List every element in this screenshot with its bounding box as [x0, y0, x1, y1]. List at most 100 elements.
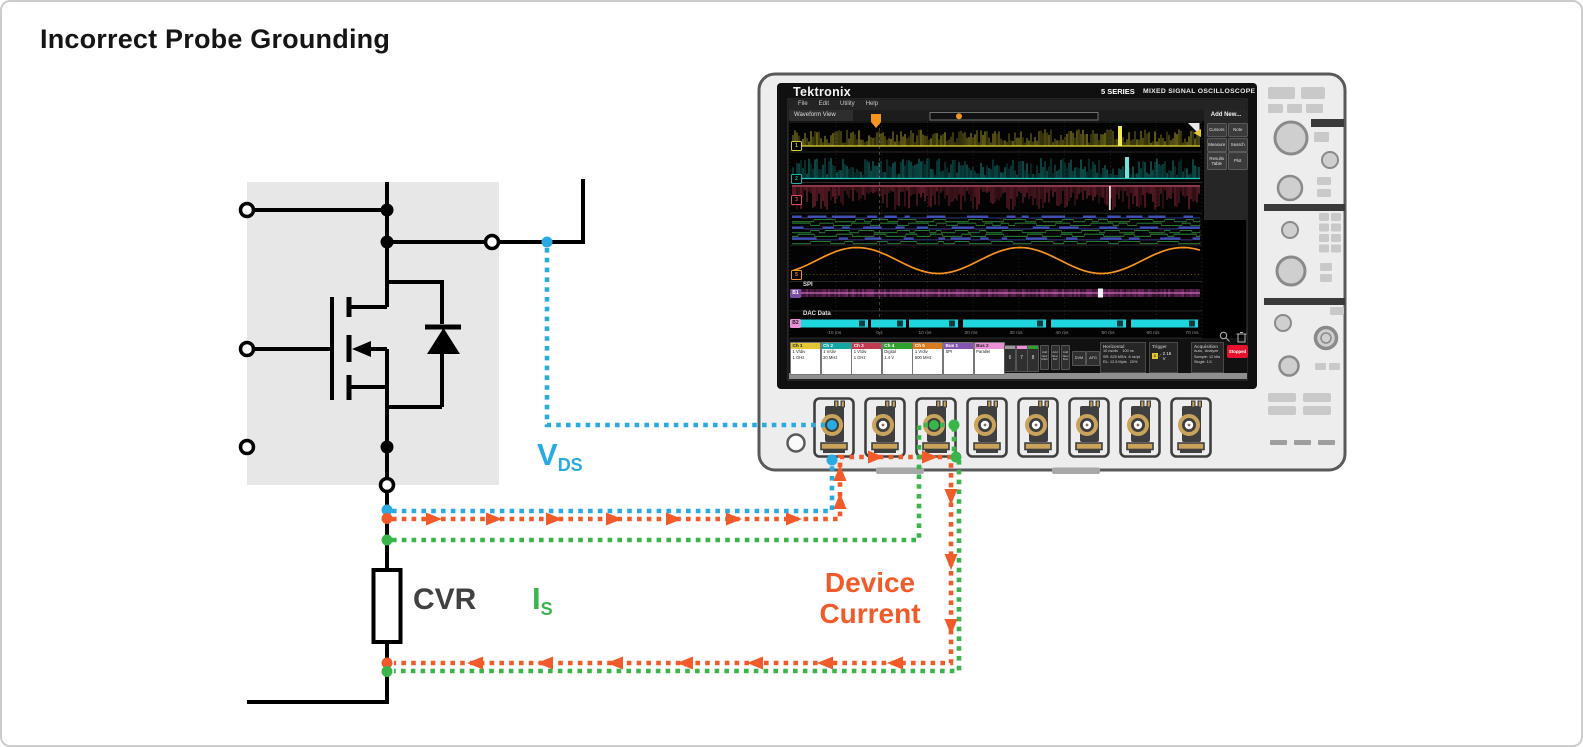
ch5-wave-marker[interactable]: 5: [791, 269, 802, 280]
device-current-path: [392, 454, 954, 666]
device-current-label: Device Current: [819, 567, 921, 630]
screen-bottom-strip: [789, 373, 1247, 379]
menu-bar: File Edit Utility Help: [798, 101, 878, 107]
trigger-level-value: 2.16 V: [1162, 351, 1172, 361]
scope-type-label: MIXED SIGNAL OSCILLOSCOPE: [1143, 87, 1256, 95]
note-button[interactable]: Note: [1227, 123, 1248, 137]
is-ground-path-b: [394, 460, 962, 674]
ch1-wave-marker[interactable]: 1: [791, 141, 802, 151]
channel-7-button[interactable]: 7: [1015, 345, 1028, 372]
results-table-button[interactable]: Results Table: [1206, 152, 1227, 170]
ch8-color-stripe: [1028, 346, 1038, 349]
trigger-panel[interactable]: Trigger 1 ∕ 2.16 V: [1149, 342, 1178, 373]
channel-6-button[interactable]: 6: [1004, 345, 1016, 372]
channel-badge-ch4[interactable]: Ch 4 Digital 1.4 V: [881, 341, 913, 375]
trash-icon[interactable]: [1236, 332, 1247, 343]
add-new-header[interactable]: Add New...: [1210, 112, 1242, 118]
menu-bar-bg: [789, 100, 1246, 110]
vds-probe-path: [544, 248, 825, 428]
add-new-ref-button[interactable]: Add New Ref: [1050, 345, 1060, 370]
add-new-math-button[interactable]: Add New Math: [1040, 345, 1049, 370]
mosfet-channel: [346, 297, 461, 400]
power-button[interactable]: [786, 433, 806, 453]
trigger-slope-icon: ∕: [1159, 353, 1161, 359]
tektronix-logo: Tektronix: [793, 85, 852, 99]
axis-tick: 10 ms: [918, 330, 932, 336]
trigger-position-marker[interactable]: [871, 114, 881, 128]
channel-badge-bus2[interactable]: Bus 2 Parallel: [973, 341, 1005, 375]
body-diode: [427, 328, 460, 354]
channel-badge-ch3[interactable]: Ch 3 1 V/div 1 GHz: [851, 341, 883, 375]
zoom-tool-icon[interactable]: [1219, 331, 1230, 342]
menu-help[interactable]: Help: [865, 101, 879, 107]
minimap-position-marker[interactable]: [956, 113, 962, 120]
current-flow-arrows: [426, 450, 958, 670]
channel-badge-ch1[interactable]: Ch 1 1 V/div 1 GHz: [790, 341, 821, 375]
cursors-button[interactable]: Cursors: [1206, 123, 1227, 137]
circuit-terminals: [238, 201, 501, 494]
horizontal-panel[interactable]: Horizontal 10 ns/div 100 ns SR: 625 MS/s…: [1100, 342, 1146, 373]
ch6-color-stripe: [1005, 346, 1015, 349]
afg-button[interactable]: AFG: [1086, 351, 1100, 366]
menu-utility[interactable]: Utility: [840, 101, 855, 107]
menu-edit[interactable]: Edit: [818, 101, 830, 107]
front-panel-controls[interactable]: [1264, 87, 1345, 445]
timeline-minimap[interactable]: [929, 112, 1099, 121]
scope-foot: [1052, 467, 1100, 474]
channel-badge-ch5[interactable]: Ch 5 1 V/div 500 MHz: [912, 341, 944, 375]
panel-display-strip: [1311, 119, 1344, 127]
is-label: IS: [532, 581, 553, 619]
plot-button[interactable]: Plot: [1227, 152, 1248, 170]
module-background: [247, 182, 499, 485]
axis-tick: 50 ms: [1101, 330, 1115, 336]
scope-series-label: 5 SERIES: [1101, 87, 1135, 96]
junction-dots: [380, 203, 394, 454]
bus1-wave-marker[interactable]: B1: [790, 288, 801, 298]
axis-tick: 20 ms: [964, 330, 978, 336]
panel-buttons[interactable]: [1268, 87, 1344, 415]
waveform-view-tab-bg[interactable]: [789, 110, 853, 121]
dvm-button[interactable]: DVM: [1072, 351, 1086, 366]
search-button[interactable]: Search: [1227, 137, 1248, 152]
acquisition-panel[interactable]: Acquisition Auto, Analyze Sample: 12 bit…: [1191, 342, 1224, 373]
screen-icons: [871, 112, 1247, 343]
spi-bus-label: SPI: [803, 282, 813, 288]
axis-tick: 0 s: [876, 330, 883, 336]
mosfet-circuit: [238, 179, 585, 704]
mosfet-arrow: [352, 341, 371, 357]
ch2-wave-marker[interactable]: 2: [791, 173, 802, 184]
ch3-wave-marker[interactable]: 3: [791, 195, 802, 205]
trigger-source-badge: 1: [1152, 353, 1158, 359]
waveform-area[interactable]: [790, 121, 1202, 338]
menu-file[interactable]: File: [798, 101, 808, 107]
axis-tick: 60 ms: [1146, 330, 1160, 336]
dac-data-label: DAC Data: [803, 311, 831, 317]
waveform-view-tab[interactable]: Waveform View: [794, 112, 836, 118]
panel-divider: [1264, 298, 1345, 305]
bus2-wave-marker[interactable]: B2: [790, 319, 801, 328]
axis-tick: 40 ms: [1055, 330, 1069, 336]
scope-foot: [876, 467, 924, 474]
channel-8-button[interactable]: 8: [1027, 345, 1039, 372]
channel-badge-ch2[interactable]: Ch 2 1 V/div 20 MHz: [820, 341, 852, 375]
ch7-color-stripe: [1016, 346, 1027, 349]
axis-tick: -10 ms: [826, 330, 842, 336]
cvr-resistor: [371, 568, 403, 644]
add-new-bus-button[interactable]: Add New Bus: [1061, 345, 1070, 370]
panel-vents: [1270, 440, 1335, 445]
connection-dots: [381, 236, 962, 677]
axis-tick: 30 ms: [1009, 330, 1023, 336]
channel-badge-bus1[interactable]: Bus 1 SPI: [943, 341, 974, 375]
cvr-label: CVR: [413, 583, 477, 616]
page-title: Incorrect Probe Grounding: [40, 24, 391, 54]
axis-tick: 70 ms: [1185, 330, 1199, 336]
measure-button[interactable]: Measure: [1206, 137, 1227, 152]
circuit-wires: [247, 179, 585, 704]
probe-paths: [392, 248, 962, 674]
panel-divider: [1264, 204, 1345, 211]
panel-knobs[interactable]: [1273, 120, 1339, 377]
trigger-level-arrow: [1193, 129, 1201, 137]
run-stop-button[interactable]: Stopped: [1227, 345, 1248, 358]
